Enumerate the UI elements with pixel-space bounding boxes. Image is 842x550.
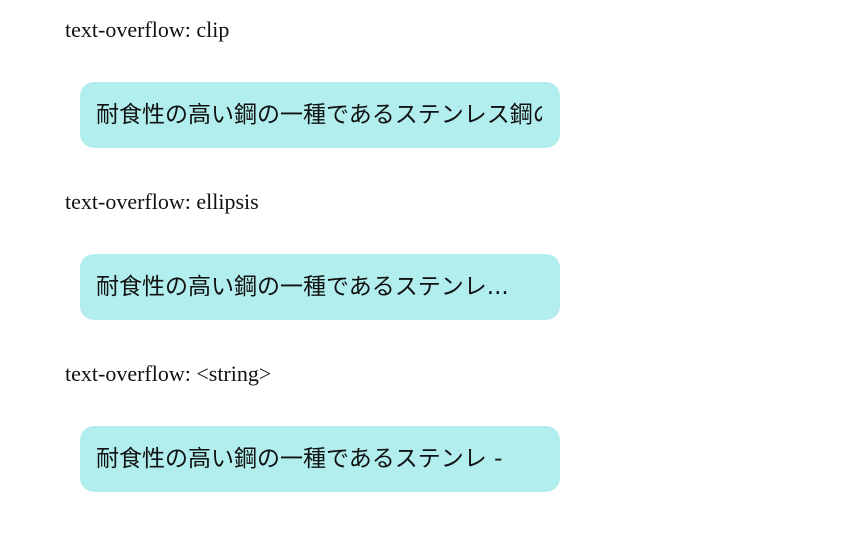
label-text-overflow-string: text-overflow: <string> <box>65 361 272 386</box>
string-demo-box: 耐食性の高い鋼の一種であるステンレ - <box>80 426 560 492</box>
string-demo-text: 耐食性の高い鋼の一種であるステンレ - <box>96 446 503 472</box>
ellipsis-demo-box: 耐食性の高い鋼の一種であるステンレ... <box>80 254 560 320</box>
label-text-overflow-clip: text-overflow: clip <box>65 17 230 42</box>
clip-demo-box: 耐食性の高い鋼の一種であるステンレス鋼の <box>80 82 560 148</box>
label-text-overflow-ellipsis: text-overflow: ellipsis <box>65 189 259 214</box>
clip-demo-text: 耐食性の高い鋼の一種であるステンレス鋼の <box>96 102 542 128</box>
ellipsis-demo-text: 耐食性の高い鋼の一種であるステンレ... <box>96 274 509 300</box>
